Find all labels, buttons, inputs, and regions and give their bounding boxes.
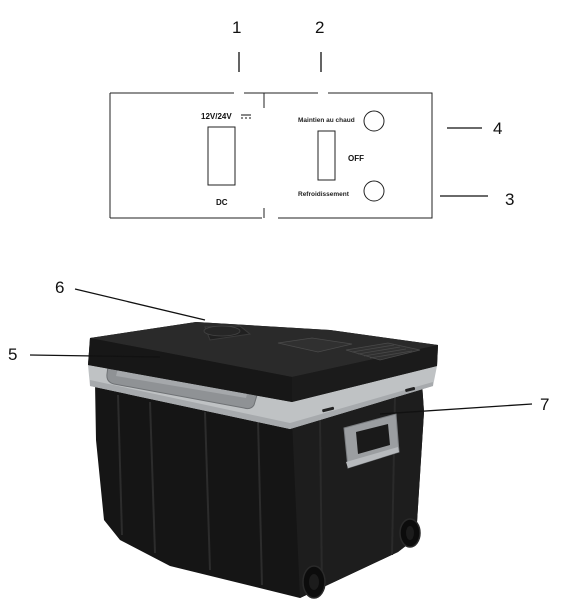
callout-3: 3	[505, 190, 514, 209]
callout-2: 2	[315, 18, 324, 37]
cool-mode-label: Refroidissement	[298, 191, 350, 198]
wheel-rear	[399, 518, 421, 548]
off-label: OFF	[348, 154, 364, 163]
callout-5: 5	[8, 345, 17, 364]
lid-top	[90, 322, 438, 377]
wheel-front	[302, 565, 326, 599]
control-panel: 12V/24V DC Maintien au chaud OFF Refroid…	[109, 92, 433, 219]
dc-label: DC	[216, 198, 228, 207]
dc-socket[interactable]	[207, 126, 236, 186]
mode-switch[interactable]	[317, 130, 336, 181]
cool-box	[88, 322, 438, 599]
warm-indicator-light	[363, 110, 385, 132]
callout-1: 1	[232, 18, 241, 37]
cool-indicator-light	[363, 180, 385, 202]
band-vent-right	[405, 387, 416, 392]
side-handle[interactable]	[343, 413, 400, 469]
control-panel-outline	[110, 92, 433, 219]
front-ribs	[117, 394, 263, 586]
callout-4: 4	[493, 119, 502, 138]
box-callouts: 6 5 7	[8, 278, 549, 415]
callout-6: 6	[55, 278, 64, 297]
voltage-label: 12V/24V	[201, 112, 232, 121]
lid-fan-grille	[203, 325, 241, 337]
band-vent-left	[322, 406, 335, 413]
leader-line-5	[29, 354, 161, 358]
lid-vent-grille	[277, 337, 353, 353]
leader-line-6	[74, 288, 206, 321]
leader-line-7	[379, 403, 533, 415]
warm-mode-label: Maintien au chaud	[298, 117, 355, 124]
panel-callouts: 1 2 4 3	[232, 18, 514, 209]
dc-symbol-icon	[241, 114, 251, 119]
callout-7: 7	[540, 395, 549, 414]
lid-vent-grille-rear	[345, 342, 421, 361]
